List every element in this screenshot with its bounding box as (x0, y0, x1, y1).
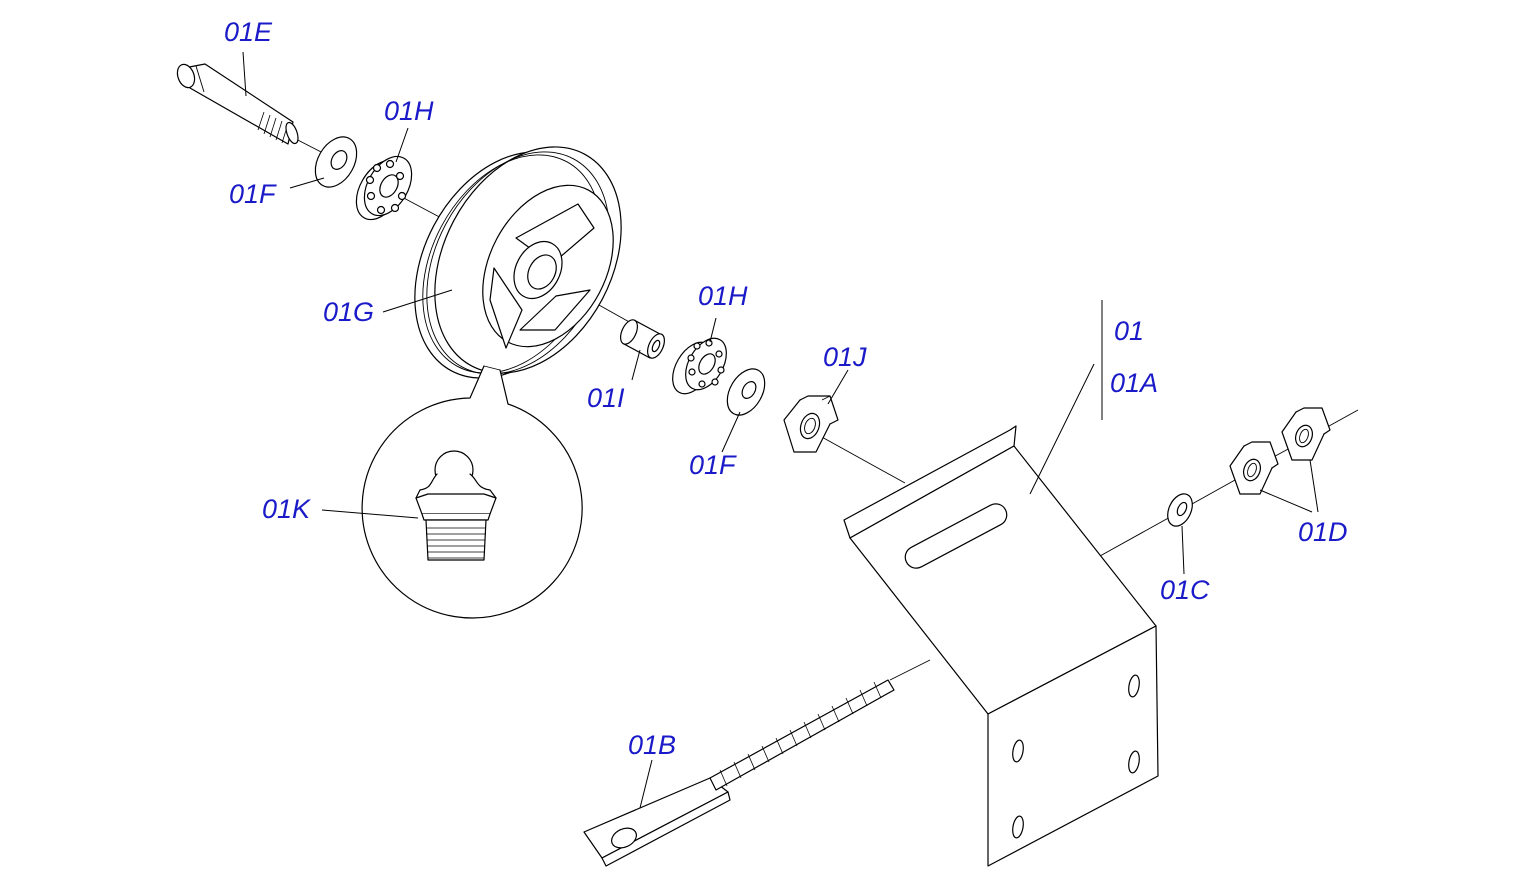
part-01K-grease-nipple (415, 450, 497, 561)
label-01A: 01A (1110, 368, 1158, 398)
label-01G: 01G (323, 297, 374, 327)
label-01H-mid: 01H (698, 281, 748, 311)
part-01C-washer (1167, 493, 1193, 527)
rod-thread (719, 681, 882, 787)
part-01A-bracket (843, 425, 1159, 867)
part-01B-eye-rod (583, 679, 895, 867)
label-01C: 01C (1160, 575, 1210, 605)
pin-thread (257, 111, 289, 144)
label-01K: 01K (262, 494, 311, 524)
label-01H-top: 01H (384, 96, 434, 126)
label-01I: 01I (587, 383, 625, 413)
part-01D-hex-nut-1 (1229, 441, 1279, 495)
label-01E: 01E (224, 17, 273, 47)
part-01F-washer-top (314, 136, 358, 188)
part-01E-pin (176, 63, 299, 145)
label-01B: 01B (628, 730, 676, 760)
label-01: 01 (1114, 316, 1144, 346)
leader-lines (242, 51, 1319, 809)
part-01J-hex-nut (783, 395, 839, 453)
part-01G-pulley (414, 146, 622, 379)
part-01I-bushing (620, 319, 665, 359)
label-01F-mid: 01F (689, 450, 737, 480)
label-01D: 01D (1298, 517, 1348, 547)
part-labels: 01E 01H 01F 01G 01H 01I 01J 01F 01K 01 0… (224, 17, 1348, 760)
label-01F-top: 01F (229, 179, 277, 209)
part-01F-washer-mid (726, 368, 766, 416)
part-01D-hex-nut-2 (1281, 407, 1331, 461)
part-01H-bearing-top (355, 155, 413, 221)
detail-01K-callout (361, 365, 583, 619)
label-01J: 01J (823, 342, 867, 372)
part-01H-bearing-mid (672, 337, 727, 395)
